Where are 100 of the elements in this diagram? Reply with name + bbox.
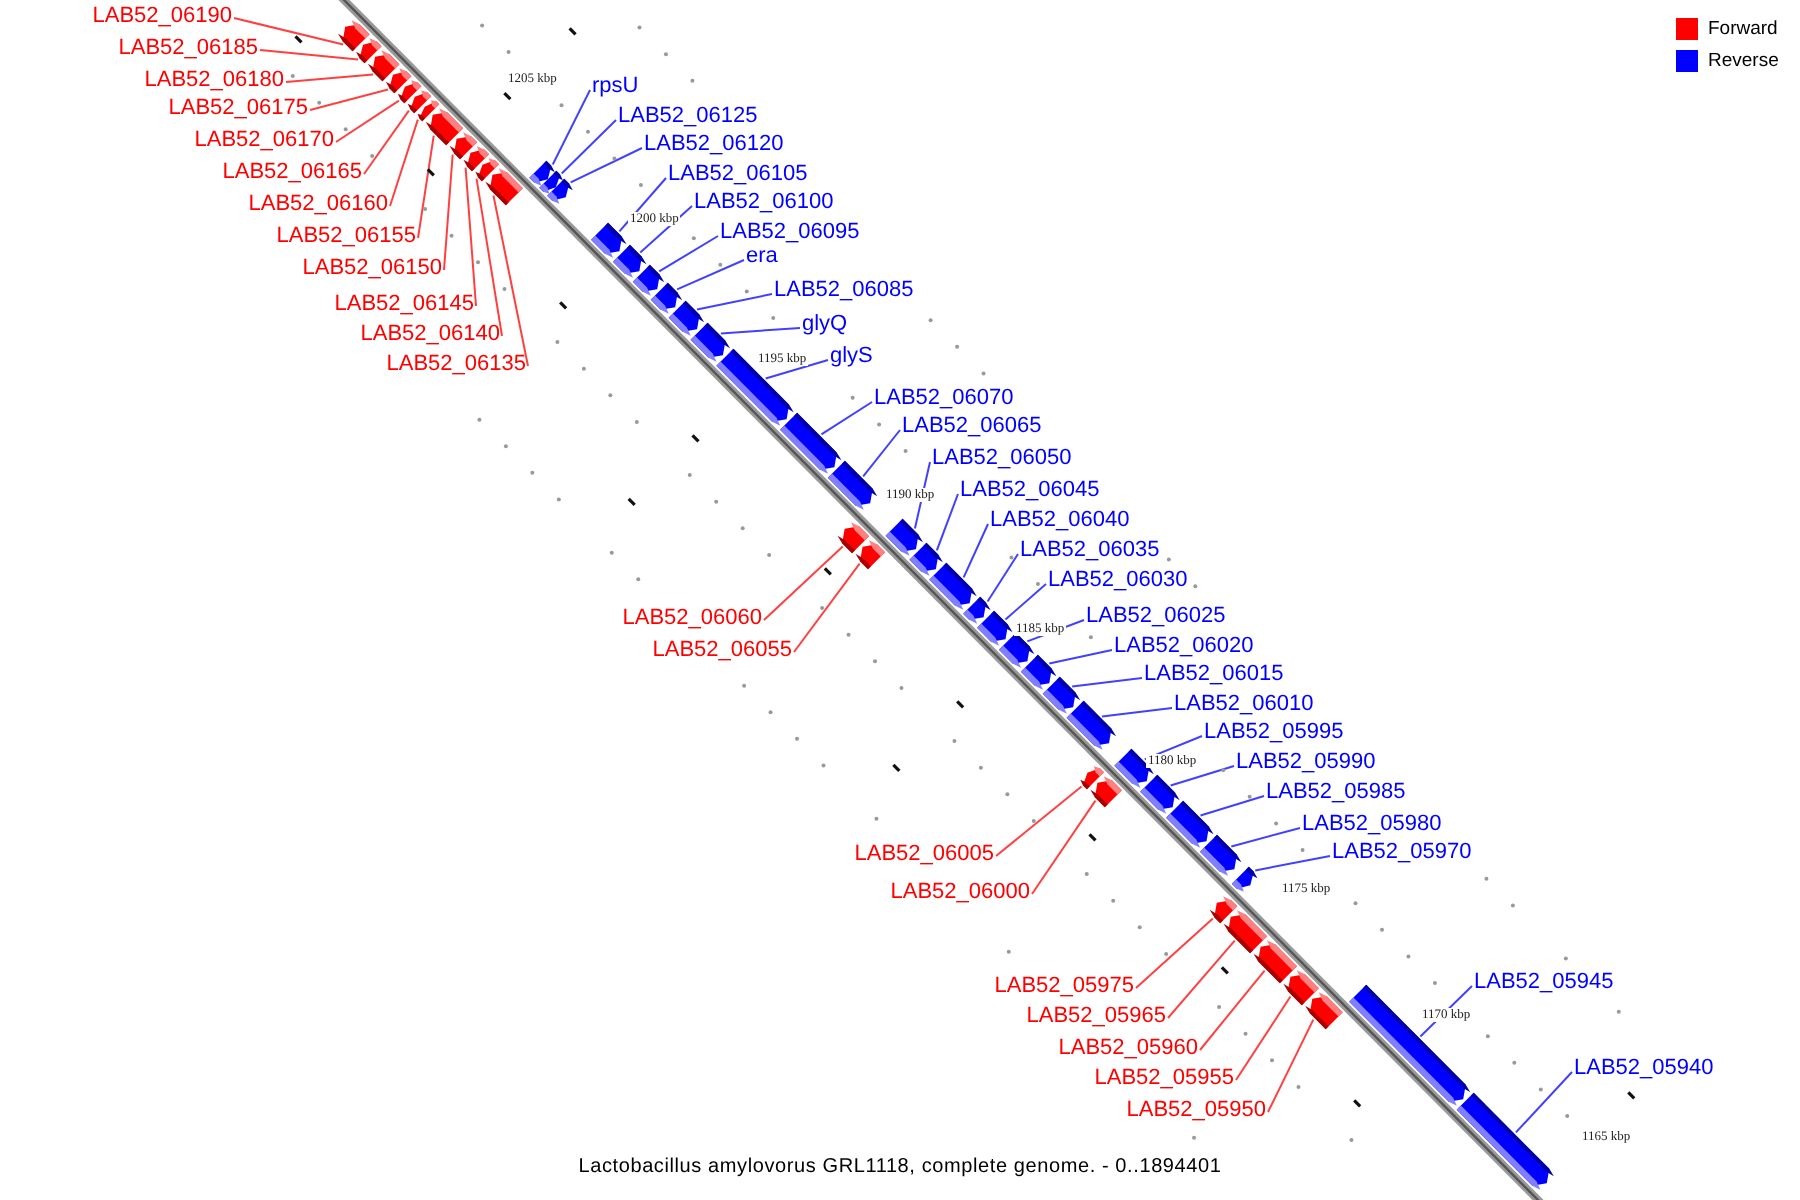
gene-label: LAB52_06055 <box>652 638 792 662</box>
gene-label: LAB52_06010 <box>1174 692 1314 716</box>
gene-label: LAB52_06105 <box>668 162 808 186</box>
leader-line <box>764 359 829 380</box>
leader-line <box>962 523 989 579</box>
gene-label: LAB52_06025 <box>1086 604 1226 628</box>
leader-line <box>935 493 959 552</box>
leader-line <box>569 147 643 184</box>
gene-block <box>977 610 1013 646</box>
gene-block <box>1231 866 1258 892</box>
leader-line <box>658 235 719 273</box>
leader-line <box>417 134 435 239</box>
gene-block <box>1305 992 1343 1030</box>
leader-line <box>1101 707 1173 718</box>
gene-block <box>547 178 573 204</box>
gene-label: LAB52_06155 <box>276 224 416 248</box>
gene-block <box>1199 834 1242 876</box>
leader-line <box>862 429 901 478</box>
leader-line <box>763 545 844 621</box>
leader-line <box>1048 649 1113 665</box>
gene-label: LAB52_06050 <box>932 446 1072 470</box>
gene-label: LAB52_06145 <box>334 292 474 316</box>
leader-line <box>1267 1018 1315 1113</box>
gene-block <box>929 562 977 610</box>
gene-label: LAB52_06030 <box>1048 568 1188 592</box>
gene-block <box>591 222 627 258</box>
gene-label: LAB52_06070 <box>874 386 1014 410</box>
gene-label: LAB52_06100 <box>694 190 834 214</box>
gene-block <box>1020 654 1057 690</box>
leader-line <box>639 205 693 254</box>
gene-block <box>485 168 523 206</box>
gene-label: LAB52_06185 <box>118 36 258 60</box>
gene-label: era <box>746 244 778 268</box>
gene-label: LAB52_06085 <box>774 278 914 302</box>
leader-line <box>259 49 360 61</box>
gene-label: LAB52_05965 <box>1026 1004 1166 1028</box>
leader-line <box>1004 583 1047 621</box>
leader-line <box>820 401 873 436</box>
gene-label: LAB52_06165 <box>222 160 362 184</box>
gene-label: rpsU <box>592 74 639 98</box>
gene-label: LAB52_06120 <box>644 132 784 156</box>
gene-label: LAB52_05980 <box>1302 812 1442 836</box>
gene-block <box>1140 774 1180 814</box>
gene-block <box>780 412 842 474</box>
leader-line <box>443 153 454 271</box>
gene-label: LAB52_05990 <box>1236 750 1376 774</box>
leader-line <box>233 17 345 46</box>
gene-label: LAB52_05940 <box>1574 1056 1714 1080</box>
gene-block <box>338 20 370 52</box>
gene-label: LAB52_06005 <box>854 842 994 866</box>
leader-line <box>1167 939 1236 1019</box>
leader-line <box>719 327 801 335</box>
gene-block <box>1253 940 1297 984</box>
gene-label: LAB52_05970 <box>1332 840 1472 864</box>
gene-label: LAB52_06035 <box>1020 538 1160 562</box>
leader-line <box>1071 677 1143 688</box>
leader-line <box>1169 765 1235 787</box>
gene-block <box>367 50 400 82</box>
leader-line <box>363 109 410 175</box>
gene-block <box>1283 970 1319 1006</box>
gene-block <box>1066 700 1117 750</box>
gene-block <box>668 300 705 336</box>
leader-line <box>464 166 477 307</box>
gene-label: LAB52_05985 <box>1266 780 1406 804</box>
leader-line <box>475 177 503 337</box>
gene-label: LAB52_06040 <box>990 508 1130 532</box>
leader-line <box>1235 995 1292 1081</box>
caption: Lactobacillus amylovorus GRL1118, complete genome. - 0..1894401 <box>578 1156 1222 1178</box>
leader-line <box>335 99 400 143</box>
leader-line <box>1230 827 1301 848</box>
leader-line <box>1143 735 1203 761</box>
gene-label: LAB52_06150 <box>302 256 442 280</box>
leader-line <box>793 562 861 653</box>
gene-block <box>650 282 683 314</box>
gene-label: LAB52_06175 <box>168 96 308 120</box>
leader-line <box>492 194 529 367</box>
gene-block <box>1456 1092 1554 1190</box>
gene-block <box>612 244 647 278</box>
leader-line <box>1199 795 1265 817</box>
gene-label: LAB52_06140 <box>360 322 500 346</box>
legend-label: Reverse <box>1708 50 1779 72</box>
leader-line <box>551 89 591 166</box>
gene-label: LAB52_06045 <box>960 478 1100 502</box>
gene-block <box>1223 910 1268 954</box>
leader-line <box>696 293 773 311</box>
leader-line <box>389 118 419 207</box>
gene-block <box>909 542 943 576</box>
leader-line <box>1254 855 1331 872</box>
gene-label: LAB52_05995 <box>1204 720 1344 744</box>
leader-line <box>1031 799 1097 895</box>
gene-block <box>827 460 878 510</box>
gene-block <box>1166 800 1214 848</box>
leader-line <box>1135 917 1214 989</box>
gene-label: LAB52_05950 <box>1126 1098 1266 1122</box>
gene-label: LAB52_05945 <box>1474 970 1614 994</box>
leader-line <box>986 553 1019 603</box>
gene-label: LAB52_05975 <box>994 974 1134 998</box>
gene-block <box>855 540 885 570</box>
gene-label: LAB52_06180 <box>144 68 284 92</box>
legend-label: Forward <box>1708 18 1778 40</box>
